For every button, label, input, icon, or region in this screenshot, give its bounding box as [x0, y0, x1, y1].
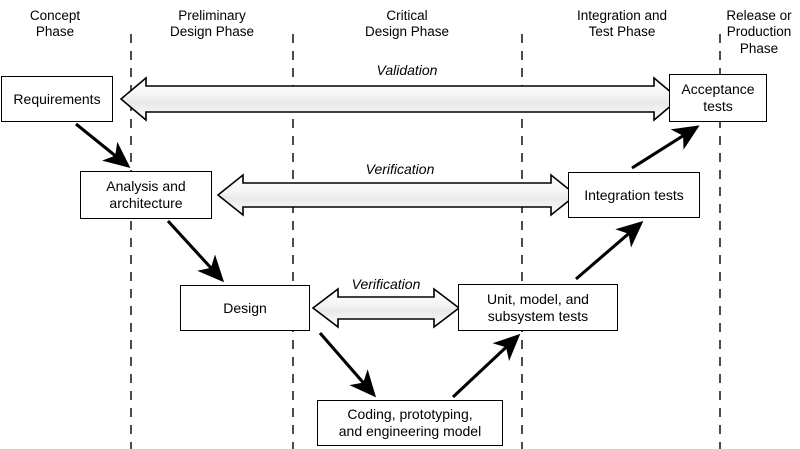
- phase-label-concept: Concept Phase: [29, 8, 81, 40]
- node-requirements[interactable]: Requirements: [1, 76, 113, 122]
- relation-label-validation: Validation: [376, 62, 438, 78]
- node-acceptance-tests-label: Acceptance tests: [681, 81, 755, 114]
- node-design[interactable]: Design: [180, 285, 310, 331]
- node-acceptance-tests[interactable]: Acceptance tests: [669, 74, 767, 122]
- node-unit-model-subsystem-tests[interactable]: Unit, model, and subsystem tests: [458, 284, 618, 331]
- relation-label-verification-top: Verification: [365, 161, 435, 177]
- flow-analysis-to-design-arrow: [166, 219, 225, 283]
- phase-label-release: Release or Production Phase: [726, 8, 792, 56]
- node-integration-tests-label: Integration tests: [584, 186, 684, 203]
- node-analysis-and-architecture[interactable]: Analysis and architecture: [80, 171, 212, 219]
- node-requirements-label: Requirements: [13, 90, 101, 107]
- validation-block-arrow: [119, 76, 681, 122]
- flow-unit-to-integration-arrow: [574, 220, 644, 281]
- phase-label-integration-test: Integration and Test Phase: [576, 8, 668, 40]
- node-design-label: Design: [223, 299, 267, 316]
- phase-label-critical: Critical Design Phase: [364, 8, 450, 40]
- flow-arrows: [75, 122, 700, 399]
- node-coding-prototyping-label: Coding, prototyping, and engineering mod…: [338, 406, 482, 439]
- node-analysis-and-architecture-label: Analysis and architecture: [106, 178, 186, 211]
- node-unit-model-subsystem-tests-label: Unit, model, and subsystem tests: [487, 290, 589, 324]
- node-coding-prototyping[interactable]: Coding, prototyping, and engineering mod…: [317, 400, 503, 446]
- flow-requirements-to-analysis-arrow: [75, 122, 131, 168]
- flow-coding-to-unit-tests-arrow: [451, 333, 521, 399]
- verification-top-block-arrow: [216, 173, 578, 217]
- verification-mid-block-arrow: [311, 287, 461, 329]
- relation-label-verification-mid: Verification: [351, 276, 421, 292]
- flow-integration-to-acceptance-arrow: [631, 125, 700, 170]
- phase-label-preliminary: Preliminary Design Phase: [169, 8, 255, 40]
- node-integration-tests[interactable]: Integration tests: [568, 172, 700, 218]
- flow-design-to-coding-arrow: [318, 331, 377, 398]
